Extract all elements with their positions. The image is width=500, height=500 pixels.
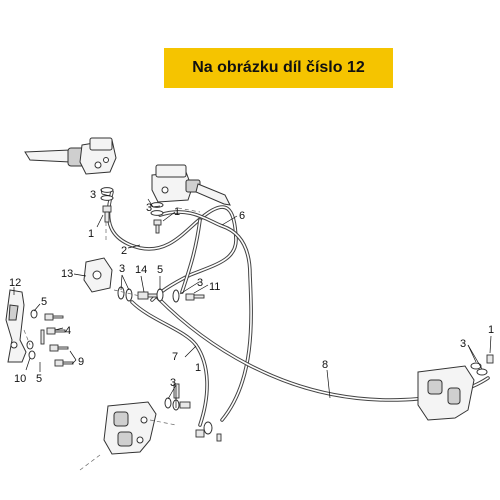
callout-3: 3 xyxy=(197,277,203,289)
callout-3: 3 xyxy=(90,189,96,201)
callout-1: 1 xyxy=(488,324,494,336)
callout-3: 3 xyxy=(460,338,466,350)
hose-2 xyxy=(106,190,238,302)
assembly-lines xyxy=(23,207,201,346)
upper-right-fittings xyxy=(150,202,164,234)
callout-10: 10 xyxy=(14,373,26,385)
distributor-block-13 xyxy=(83,257,113,293)
bracket-fasteners xyxy=(26,309,74,367)
callout-3: 3 xyxy=(170,377,176,389)
callout-4: 4 xyxy=(65,325,71,337)
bracket-12 xyxy=(5,289,27,363)
callout-9: 9 xyxy=(78,356,84,368)
banner-text: Na obrázku díl číslo 12 xyxy=(192,59,365,76)
callout-5: 5 xyxy=(157,264,163,276)
callout-6: 6 xyxy=(239,210,245,222)
middle-junction-fittings xyxy=(117,286,205,303)
leader-lines xyxy=(13,188,492,408)
callout-8: 8 xyxy=(322,359,328,371)
hose-6b xyxy=(180,218,202,294)
callout-13: 13 xyxy=(61,268,73,280)
callout-14: 14 xyxy=(135,264,147,276)
front-caliper xyxy=(79,401,177,471)
callout-7: 7 xyxy=(172,351,178,363)
callout-numbers: 3 1 2 3 1 6 13 3 14 5 3 11 12 5 4 9 10 5… xyxy=(9,189,494,389)
part-number-banner: Na obrázku díl číslo 12 xyxy=(164,48,393,88)
lower-caliper-fittings xyxy=(164,383,222,442)
callout-11: 11 xyxy=(209,281,220,293)
callout-1: 1 xyxy=(195,362,201,374)
rear-caliper xyxy=(417,354,494,421)
right-master-cylinder xyxy=(151,164,231,206)
callout-1: 1 xyxy=(174,206,180,218)
hose-7 xyxy=(130,300,209,427)
callout-5: 5 xyxy=(36,373,42,385)
callout-3: 3 xyxy=(119,263,125,275)
callout-2: 2 xyxy=(121,245,127,257)
callout-5: 5 xyxy=(41,296,47,308)
callout-12: 12 xyxy=(9,277,21,289)
callout-1: 1 xyxy=(88,228,94,240)
left-master-cylinder xyxy=(24,137,117,175)
callout-3: 3 xyxy=(146,202,152,214)
